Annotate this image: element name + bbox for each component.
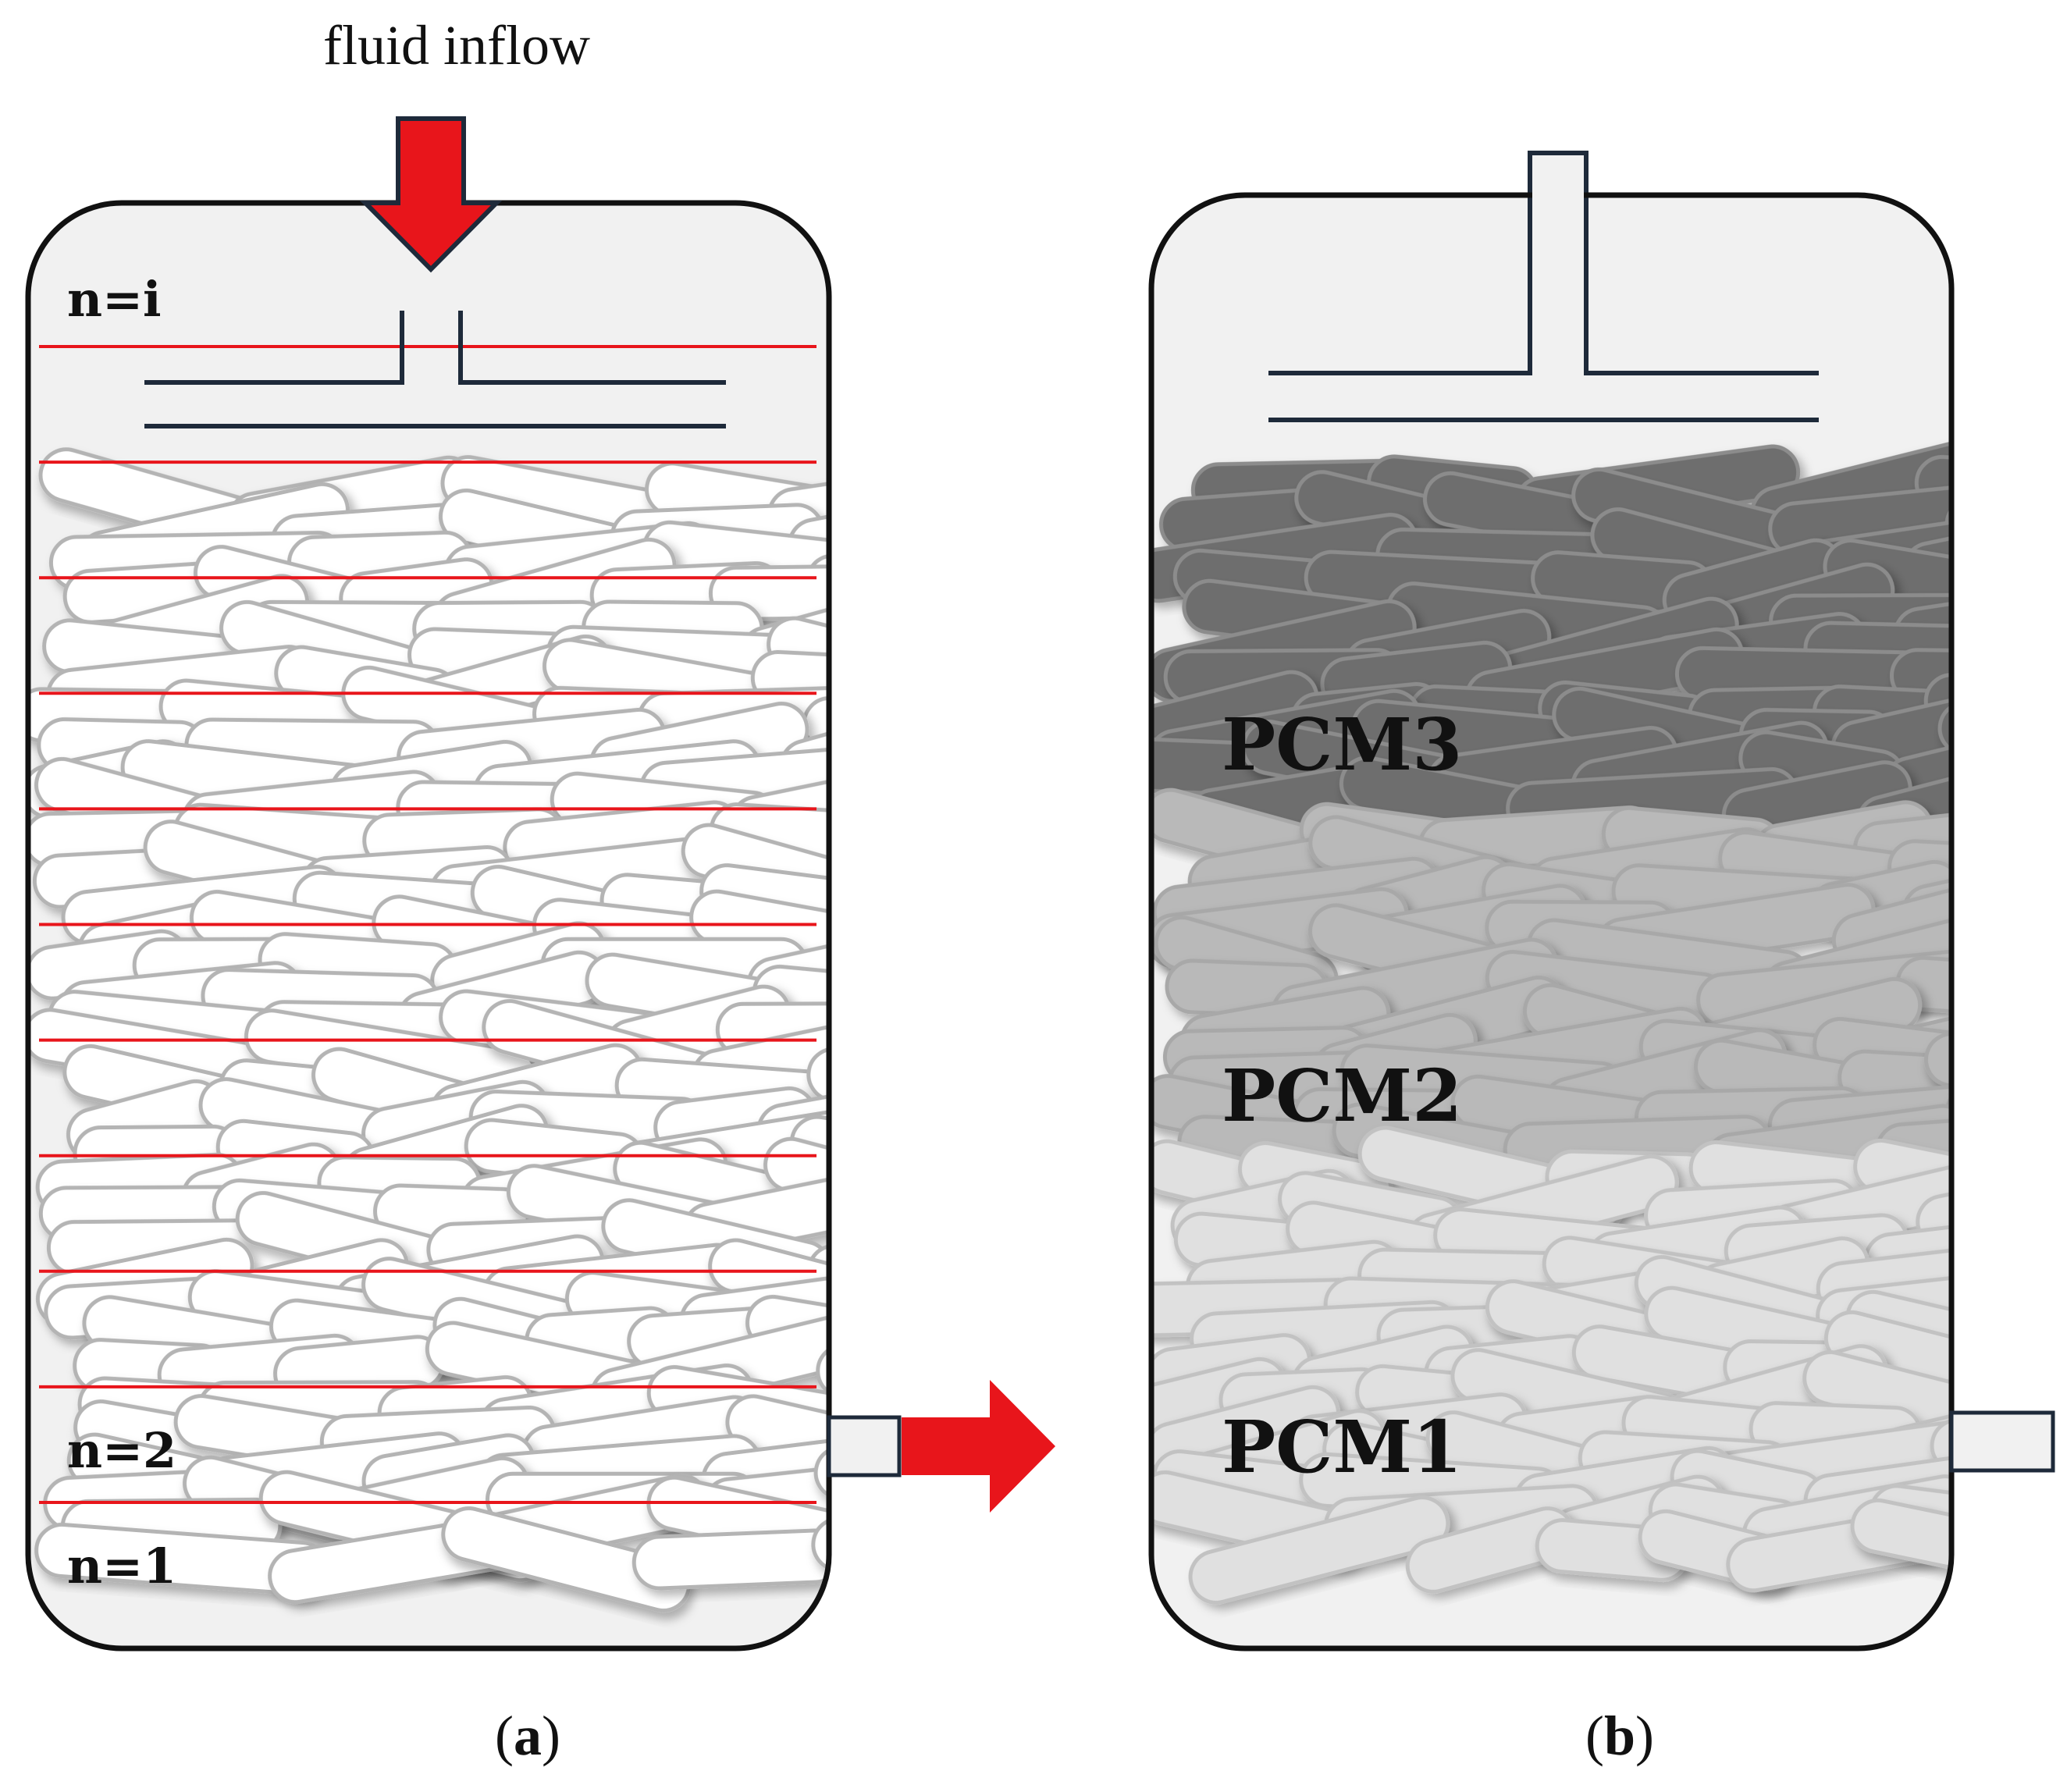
pcm-capsule [441, 1506, 692, 1612]
layer-label-second: n=2 [67, 1422, 176, 1479]
panel-b-cascade-tank: PCM3 PCM2 PCM1 (b) [1148, 151, 2055, 1767]
pcm-capsule [1823, 1310, 1951, 1426]
pcm-capsule [767, 616, 829, 699]
outlet-pipe-b [1949, 1410, 2055, 1473]
pcm-capsule [763, 1136, 829, 1231]
pcm-capsule [1937, 700, 1951, 773]
distributor-plate-upper-b [1268, 151, 1819, 375]
pcm-capsule [1945, 1083, 1951, 1149]
capsule-bed-a [28, 447, 829, 1612]
pcm-capsule [806, 1194, 829, 1300]
down-arrow-icon [359, 116, 503, 273]
pcm-capsule [631, 1528, 829, 1591]
pcm-capsule [745, 1295, 829, 1380]
caption-a: (a) [495, 1705, 560, 1767]
pcm-capsule [806, 1047, 829, 1136]
pcm-capsule [802, 680, 829, 752]
pcm-capsule [1914, 455, 1951, 521]
outlet-pipe-a [827, 1415, 902, 1477]
pcm-capsule [1188, 1495, 1450, 1605]
pcm-capsule [1850, 1498, 1951, 1602]
pcm-capsule [1916, 1172, 1951, 1250]
zone-label-pcm1: PCM1 [1222, 1405, 1462, 1489]
layer-label-top: n=i [67, 271, 162, 328]
layer-lines [39, 345, 816, 1504]
inlet-pipe-b [1532, 187, 1584, 198]
pcm-capsule [1923, 673, 1951, 757]
caption-b: (b) [1585, 1705, 1654, 1767]
pcm-capsule [816, 1338, 829, 1399]
right-arrow-icon [902, 1380, 1055, 1513]
pcm-capsule [1924, 1032, 1951, 1129]
layer-label-first: n=1 [67, 1538, 176, 1595]
pcm-capsule [1930, 1417, 1951, 1508]
pcm-capsule [699, 863, 829, 947]
panel-a-uniform-tank: fluid inflow n=i n=2 n=1 (a) [25, 14, 1055, 1767]
zone-label-pcm2: PCM2 [1222, 1054, 1462, 1138]
capsule-bed-b [1151, 435, 1951, 1605]
pcm-capsule [805, 512, 829, 610]
pcm-capsule [1944, 484, 1951, 553]
pcm-capsule [811, 1516, 829, 1602]
zone-label-pcm3: PCM3 [1222, 702, 1462, 787]
inflow-label: fluid inflow [323, 14, 590, 76]
pcm-capsule [813, 1445, 829, 1555]
distributor-plate-upper-a [144, 311, 726, 385]
